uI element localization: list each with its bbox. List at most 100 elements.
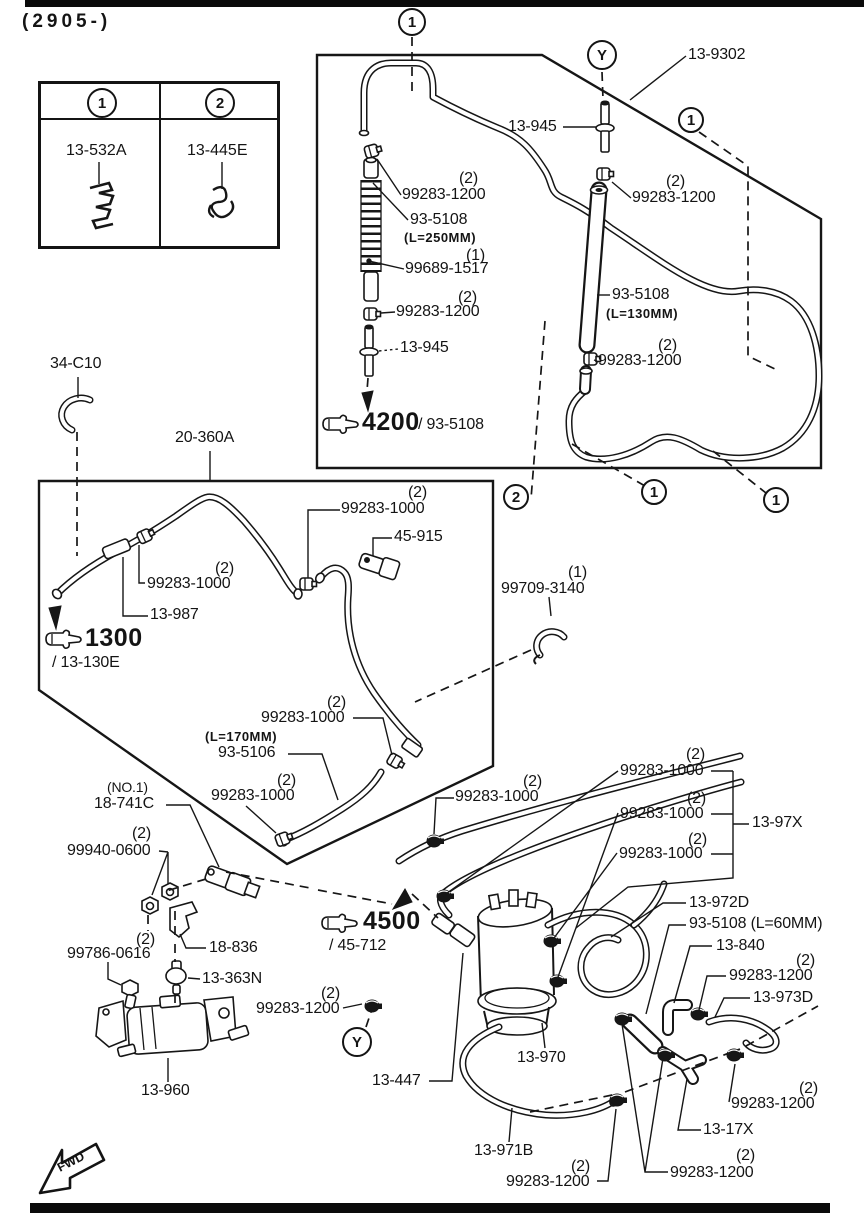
hose-13-972D-icon (548, 884, 664, 995)
clip-13-445E-icon (207, 185, 235, 219)
label-18-741C: 18-741C (94, 795, 154, 812)
label-99283-1200-f: 99283-1200 (256, 1000, 340, 1017)
label-13-363N: 13-363N (202, 970, 262, 987)
hose-20-360A-icon (51, 497, 303, 600)
label-qty-r: (2) (321, 985, 340, 1002)
legend-table: 1 2 13-532A 13-445E (38, 81, 280, 249)
label-qty-k: (2) (132, 825, 151, 842)
legend-part-2: 13-445E (187, 142, 248, 159)
label-99283-1200-h: 99283-1200 (731, 1095, 815, 1112)
label-qty-m: (2) (523, 773, 542, 790)
down-arrow-icon (361, 390, 374, 413)
label-qty-p: (2) (688, 831, 707, 848)
label-13-945-b: 13-945 (400, 339, 449, 356)
label-len-170: (L=170MM) (205, 729, 278, 744)
valve-45-915-icon (358, 552, 401, 581)
label-45-915: 45-915 (394, 528, 443, 545)
hose-13-971B-icon (463, 1027, 619, 1115)
label-13-9302: 13-9302 (688, 46, 746, 63)
leader-lines (77, 55, 750, 1182)
clip-icon (363, 307, 382, 321)
clip-icon (385, 751, 408, 772)
label-13-97X: 13-97X (752, 814, 803, 831)
clip-icon (609, 1093, 628, 1107)
label-qty-c: (2) (458, 289, 477, 306)
legend-ref-1: 1 (87, 88, 117, 118)
clip-icon (726, 1048, 745, 1062)
label-qty-g: (2) (215, 560, 234, 577)
label-34-C10: 34-C10 (50, 355, 102, 372)
hand-icon (321, 913, 358, 934)
label-20-360A: 20-360A (175, 429, 235, 446)
hose-93-5108-130-icon (580, 186, 609, 389)
label-99940-0600: 99940-0600 (67, 842, 151, 859)
label-13-840: 13-840 (716, 937, 765, 954)
canister-13-970-icon (477, 889, 557, 1036)
legend-divider (159, 84, 161, 246)
valve-13-363N-icon (165, 960, 187, 995)
label-99786-0616: 99786-0616 (67, 945, 151, 962)
fwd-arrow-icon: FWD (38, 1142, 106, 1195)
clamp-99709-3140-icon (534, 632, 564, 665)
top-edge-bar (25, 0, 864, 7)
label-93-5108-60: 93-5108 (L=60MM) (689, 915, 823, 932)
callout-view-y-top: Y (587, 40, 617, 70)
label-qty-o: (2) (687, 790, 706, 807)
label-qty-n: (2) (686, 746, 705, 763)
callout-clip1-right: 1 (678, 107, 704, 133)
label-13-960: 13-960 (141, 1082, 190, 1099)
label-grommet-4200: 4200 (362, 408, 420, 436)
label-grommet-4500: 4500 (363, 907, 421, 935)
label-99283-1000-b: 99283-1000 (147, 575, 231, 592)
valve-13-945-top-icon (595, 100, 615, 153)
down-arrow-icon (48, 605, 62, 631)
label-no1: (NO.1) (107, 779, 148, 795)
nuts-99940-0600-icon (141, 882, 179, 915)
label-99283-1000-g: 99283-1000 (620, 805, 704, 822)
label-len-250: (L=250MM) (404, 230, 477, 245)
valve-13-945-left-icon (359, 324, 379, 377)
top-assembly-box (315, 53, 823, 470)
leader-dotted (378, 348, 399, 352)
bolt-99786-0616-icon (121, 979, 139, 1010)
label-99283-1000-d: 99283-1000 (211, 787, 295, 804)
label-13-971B: 13-971B (474, 1142, 534, 1159)
callout-clip1-top: 1 (398, 8, 426, 36)
label-99283-1200-d: 99283-1200 (598, 352, 682, 369)
hose-branch-icon (314, 568, 424, 758)
callout-clip2-bottom: 2 (503, 484, 529, 510)
label-grommet-1300: 1300 (85, 624, 143, 652)
label-grommet-4200b: / 93-5108 (418, 416, 484, 433)
label-99283-1000-f: 99283-1000 (620, 762, 704, 779)
label-18-836: 18-836 (209, 939, 258, 956)
fitting-13-447-icon (431, 912, 476, 948)
label-13-987: 13-987 (150, 606, 199, 623)
label-99689-1517: 99689-1517 (405, 260, 489, 277)
label-13-447: 13-447 (372, 1072, 421, 1089)
solenoid-13-960-icon (95, 994, 250, 1058)
pipe-13-9302-icon (358, 63, 820, 459)
label-99709-3140: 99709-3140 (501, 580, 585, 597)
callout-clip1-bottom-b: 1 (763, 487, 789, 513)
clip-icon (299, 577, 318, 591)
label-qty-l: (2) (136, 931, 155, 948)
clip-icon (543, 934, 562, 948)
label-99283-1200-b: 99283-1200 (396, 303, 480, 320)
down-left-arrow-icon (391, 887, 413, 910)
label-qty-h: (1) (568, 564, 587, 581)
legend-ref-2: 2 (205, 88, 235, 118)
leader-dot (366, 258, 372, 264)
bracket-18-836-icon (169, 901, 199, 939)
clip-icon (364, 999, 383, 1013)
legend-part-1: 13-532A (66, 142, 127, 159)
callout-clip1-bottom-a: 1 (641, 479, 667, 505)
label-qty-j: (2) (277, 772, 296, 789)
label-qty-i: (2) (327, 694, 346, 711)
legend-clip-icons (89, 162, 235, 230)
label-99283-1000-e: 99283-1000 (455, 788, 539, 805)
valve-18-741C-icon (204, 865, 261, 899)
label-93-5106: 93-5106 (218, 744, 276, 761)
dashed-lines (76, 37, 819, 1113)
